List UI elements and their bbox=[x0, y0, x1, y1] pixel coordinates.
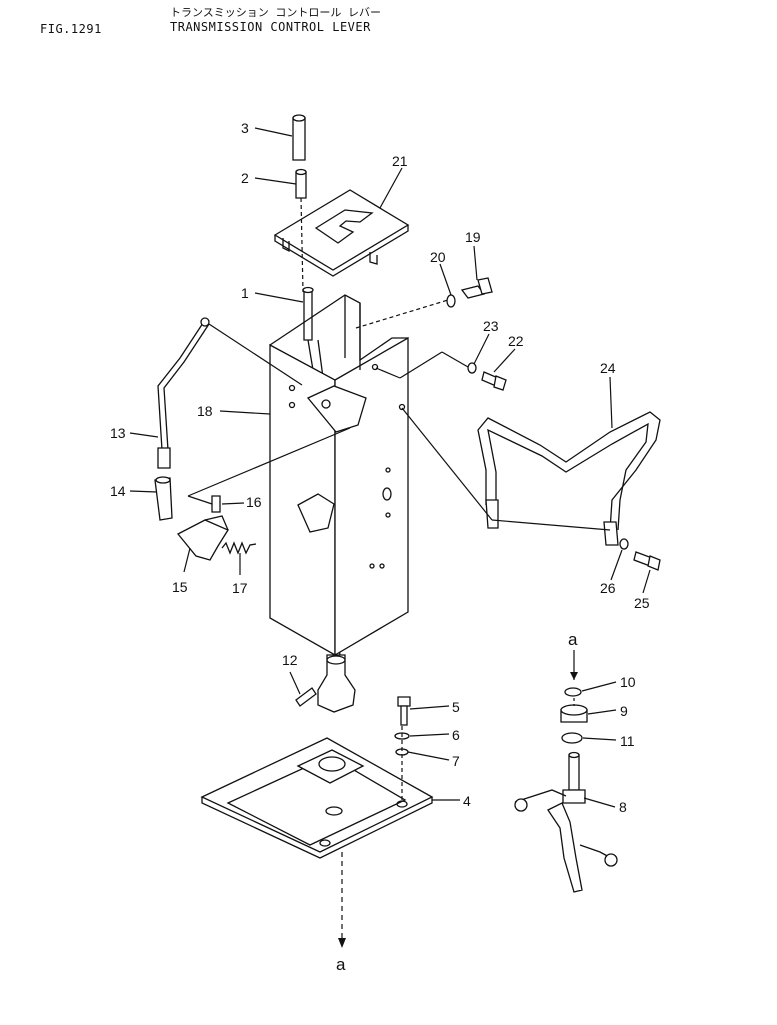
part-5-bolt bbox=[397, 696, 411, 726]
callout-26: 26 bbox=[600, 580, 616, 596]
callout-14: 14 bbox=[110, 483, 126, 499]
callout-3: 3 bbox=[241, 120, 249, 136]
callout-5: 5 bbox=[452, 699, 460, 715]
callout-17: 17 bbox=[232, 580, 248, 596]
callout-24: 24 bbox=[600, 360, 616, 376]
connector-a-bottom: a bbox=[336, 955, 346, 974]
part-11-snap-ring bbox=[561, 732, 583, 744]
figure-number: FIG.1291 bbox=[40, 22, 102, 36]
callout-9: 9 bbox=[620, 703, 628, 719]
part-22-bolt bbox=[481, 371, 507, 391]
callout-8: 8 bbox=[619, 799, 627, 815]
callout-1: 1 bbox=[241, 285, 249, 301]
part-9-bushing bbox=[560, 704, 588, 723]
part-4-base-plate bbox=[200, 737, 434, 859]
leader-lines bbox=[129, 127, 651, 948]
callout-12: 12 bbox=[282, 652, 298, 668]
part-24-guard bbox=[477, 411, 661, 546]
diagram-title: TRANSMISSION CONTROL LEVER bbox=[170, 20, 371, 34]
callout-6: 6 bbox=[452, 727, 460, 743]
callout-16: 16 bbox=[246, 494, 262, 510]
part-21-gate-plate bbox=[273, 189, 410, 277]
part-12-pin bbox=[295, 687, 317, 707]
part-2-sleeve bbox=[295, 168, 307, 199]
part-3-knob bbox=[292, 114, 306, 161]
callout-25: 25 bbox=[634, 595, 650, 611]
part-16-pin bbox=[211, 495, 221, 513]
callout-23: 23 bbox=[483, 318, 499, 334]
part-14-grip bbox=[154, 476, 173, 521]
part-19-bolt bbox=[460, 277, 493, 299]
callout-18: 18 bbox=[197, 403, 213, 419]
callout-7: 7 bbox=[452, 753, 460, 769]
part-20-washer bbox=[446, 294, 456, 308]
part-26-washer bbox=[619, 538, 629, 550]
callout-21: 21 bbox=[392, 153, 408, 169]
callout-2: 2 bbox=[241, 170, 249, 186]
title-japanese: トランスミッション コントロール レバー bbox=[170, 6, 382, 19]
callout-13: 13 bbox=[110, 425, 126, 441]
callout-11: 11 bbox=[620, 733, 635, 749]
connector-a-top: a bbox=[568, 630, 578, 649]
part-23-washer bbox=[467, 362, 477, 374]
part-18-column bbox=[269, 294, 409, 657]
callout-19: 19 bbox=[465, 229, 481, 245]
part-15-bracket bbox=[176, 515, 229, 561]
part-13-rod bbox=[157, 317, 210, 469]
callout-15: 15 bbox=[172, 579, 188, 595]
part-10-ring bbox=[564, 687, 582, 697]
callout-22: 22 bbox=[508, 333, 524, 349]
part-25-bolt bbox=[633, 551, 661, 571]
callout-10: 10 bbox=[620, 674, 636, 690]
callout-4: 4 bbox=[463, 793, 471, 809]
part-17-spring bbox=[221, 541, 257, 555]
part-8-lever-bracket bbox=[514, 751, 618, 893]
callout-20: 20 bbox=[430, 249, 446, 265]
